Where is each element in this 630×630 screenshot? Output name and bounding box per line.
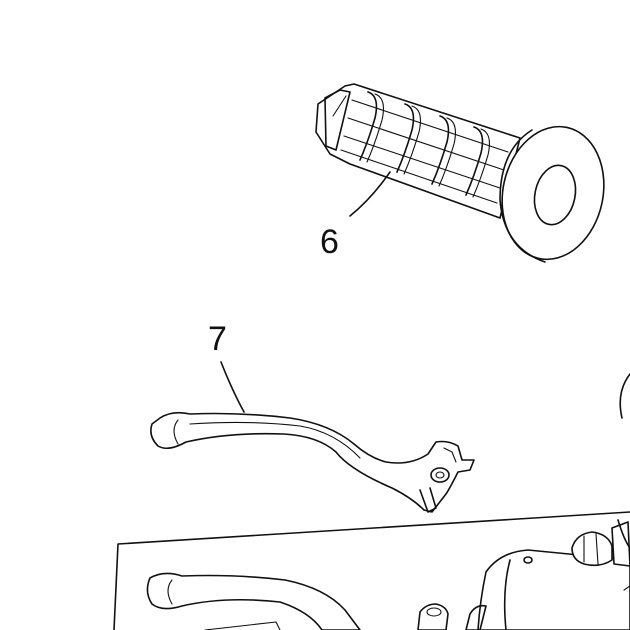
- callout-7: 7: [208, 320, 245, 413]
- brake-lever-assembly: [113, 373, 630, 630]
- callout-6-leader: [349, 171, 391, 217]
- callout-7-leader: [220, 361, 245, 413]
- handlebar-grip: [315, 83, 605, 263]
- callout-7-label: 7: [208, 320, 227, 358]
- clutch-lever: [150, 411, 475, 513]
- callout-6-label: 6: [320, 223, 339, 261]
- callout-6: 6: [320, 171, 391, 261]
